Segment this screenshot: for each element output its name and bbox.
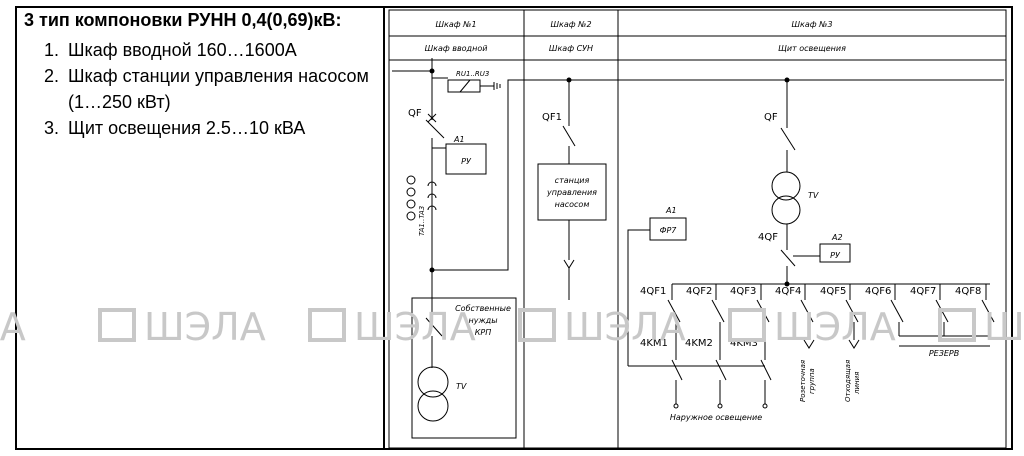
feeder-label: 4QF1 [640, 286, 666, 297]
fr7-label: ФР7 [660, 226, 678, 235]
outgoing-line-line-1: Отходящая [844, 360, 852, 402]
contactor-label: 4KM1 [640, 338, 668, 349]
contactor-label: 4KM2 [685, 338, 713, 349]
own-needs-line-3: КРП [475, 328, 492, 337]
qf1-label: QF1 [542, 112, 562, 123]
ru-label: РУ [461, 157, 472, 166]
watermark-logo-icon [308, 308, 346, 342]
cab3-qf-label: QF [764, 112, 778, 123]
socket-group-line-1: Розеточная [799, 360, 807, 402]
feeder-label: 4QF2 [686, 286, 712, 297]
cabinet-1-subtitle: Шкаф вводной [425, 44, 488, 53]
watermark-text: ШЭЛА [0, 305, 26, 349]
reserve-label: РЕЗЕРВ [929, 349, 959, 358]
cabinet-list: Шкаф вводной 160…1600А Шкаф станции упра… [22, 37, 377, 141]
feeder-label: 4QF6 [865, 286, 891, 297]
watermark-text: ШЭЛА [774, 305, 896, 349]
a2-label: A2 [831, 233, 843, 242]
watermark: ШЭЛА ШЭЛА ШЭЛА ШЭЛА ШЭЛА ШЭЛА [0, 305, 1024, 349]
own-needs-line-1: Собственные [455, 304, 511, 313]
current-transformers-label: TA1..TA3 [418, 206, 426, 236]
pump-station-line-1: станция [555, 176, 590, 185]
watermark-logo-icon [518, 308, 556, 342]
a1-cab3-label: A1 [665, 206, 677, 215]
watermark-text: ШЭЛА [564, 305, 686, 349]
pump-station-line-2: управления [546, 188, 597, 197]
main-breaker-label: QF [408, 108, 422, 119]
feeder-label: 4QF3 [730, 286, 756, 297]
panel-divider [383, 6, 385, 450]
layout-heading: 3 тип компоновки РУНН 0,4(0,69)кВ: [24, 10, 342, 30]
cabinet-2-title: Шкаф №2 [550, 20, 591, 29]
feeder-label: 4QF8 [955, 286, 981, 297]
contactor-label: 4KM3 [730, 338, 758, 349]
relay-a1-label: A1 [453, 135, 465, 144]
list-item: Шкаф вводной 160…1600А [64, 37, 377, 63]
feeder-label: 4QF4 [775, 286, 801, 297]
text-panel: 3 тип компоновки РУНН 0,4(0,69)кВ: Шкаф … [22, 10, 377, 141]
single-line-diagram: Шкаф №1 Шкаф вводной Шкаф №2 Шкаф СУН Шк… [388, 9, 1007, 448]
watermark-text: ШЭЛА [144, 305, 266, 349]
ru2-label: РУ [830, 251, 841, 260]
surge-arrester-label: RU1..RU3 [456, 70, 489, 78]
watermark-logo-icon [728, 308, 766, 342]
socket-group-line-2: группа [808, 368, 816, 394]
outgoing-line-line-2: линия [853, 372, 861, 395]
list-item: Шкаф станции управления насосом (1…250 к… [64, 63, 377, 115]
cabinet-1-title: Шкаф №1 [435, 20, 476, 29]
watermark-text: ШЭЛА [984, 305, 1024, 349]
outdoor-lighting-label: Наружное освещение [670, 413, 762, 422]
list-item: Щит освещения 2.5…10 кВА [64, 115, 377, 141]
pump-station-line-3: насосом [555, 200, 590, 209]
cabinet-3-subtitle: Щит освещения [778, 44, 846, 53]
watermark-logo-icon [938, 308, 976, 342]
feeder-label: 4QF5 [820, 286, 846, 297]
feeder-label: 4QF7 [910, 286, 936, 297]
own-needs-line-2: нужды [468, 316, 497, 325]
watermark-logo-icon [98, 308, 136, 342]
cabinet-2-subtitle: Шкаф СУН [549, 44, 593, 53]
outer-frame [15, 6, 1013, 450]
tv-label: TV [456, 382, 467, 391]
cabinet-3-title: Шкаф №3 [791, 20, 832, 29]
cab3-tv-label: TV [808, 191, 819, 200]
qf4-label: 4QF [758, 232, 778, 243]
watermark-text: ШЭЛА [354, 305, 476, 349]
